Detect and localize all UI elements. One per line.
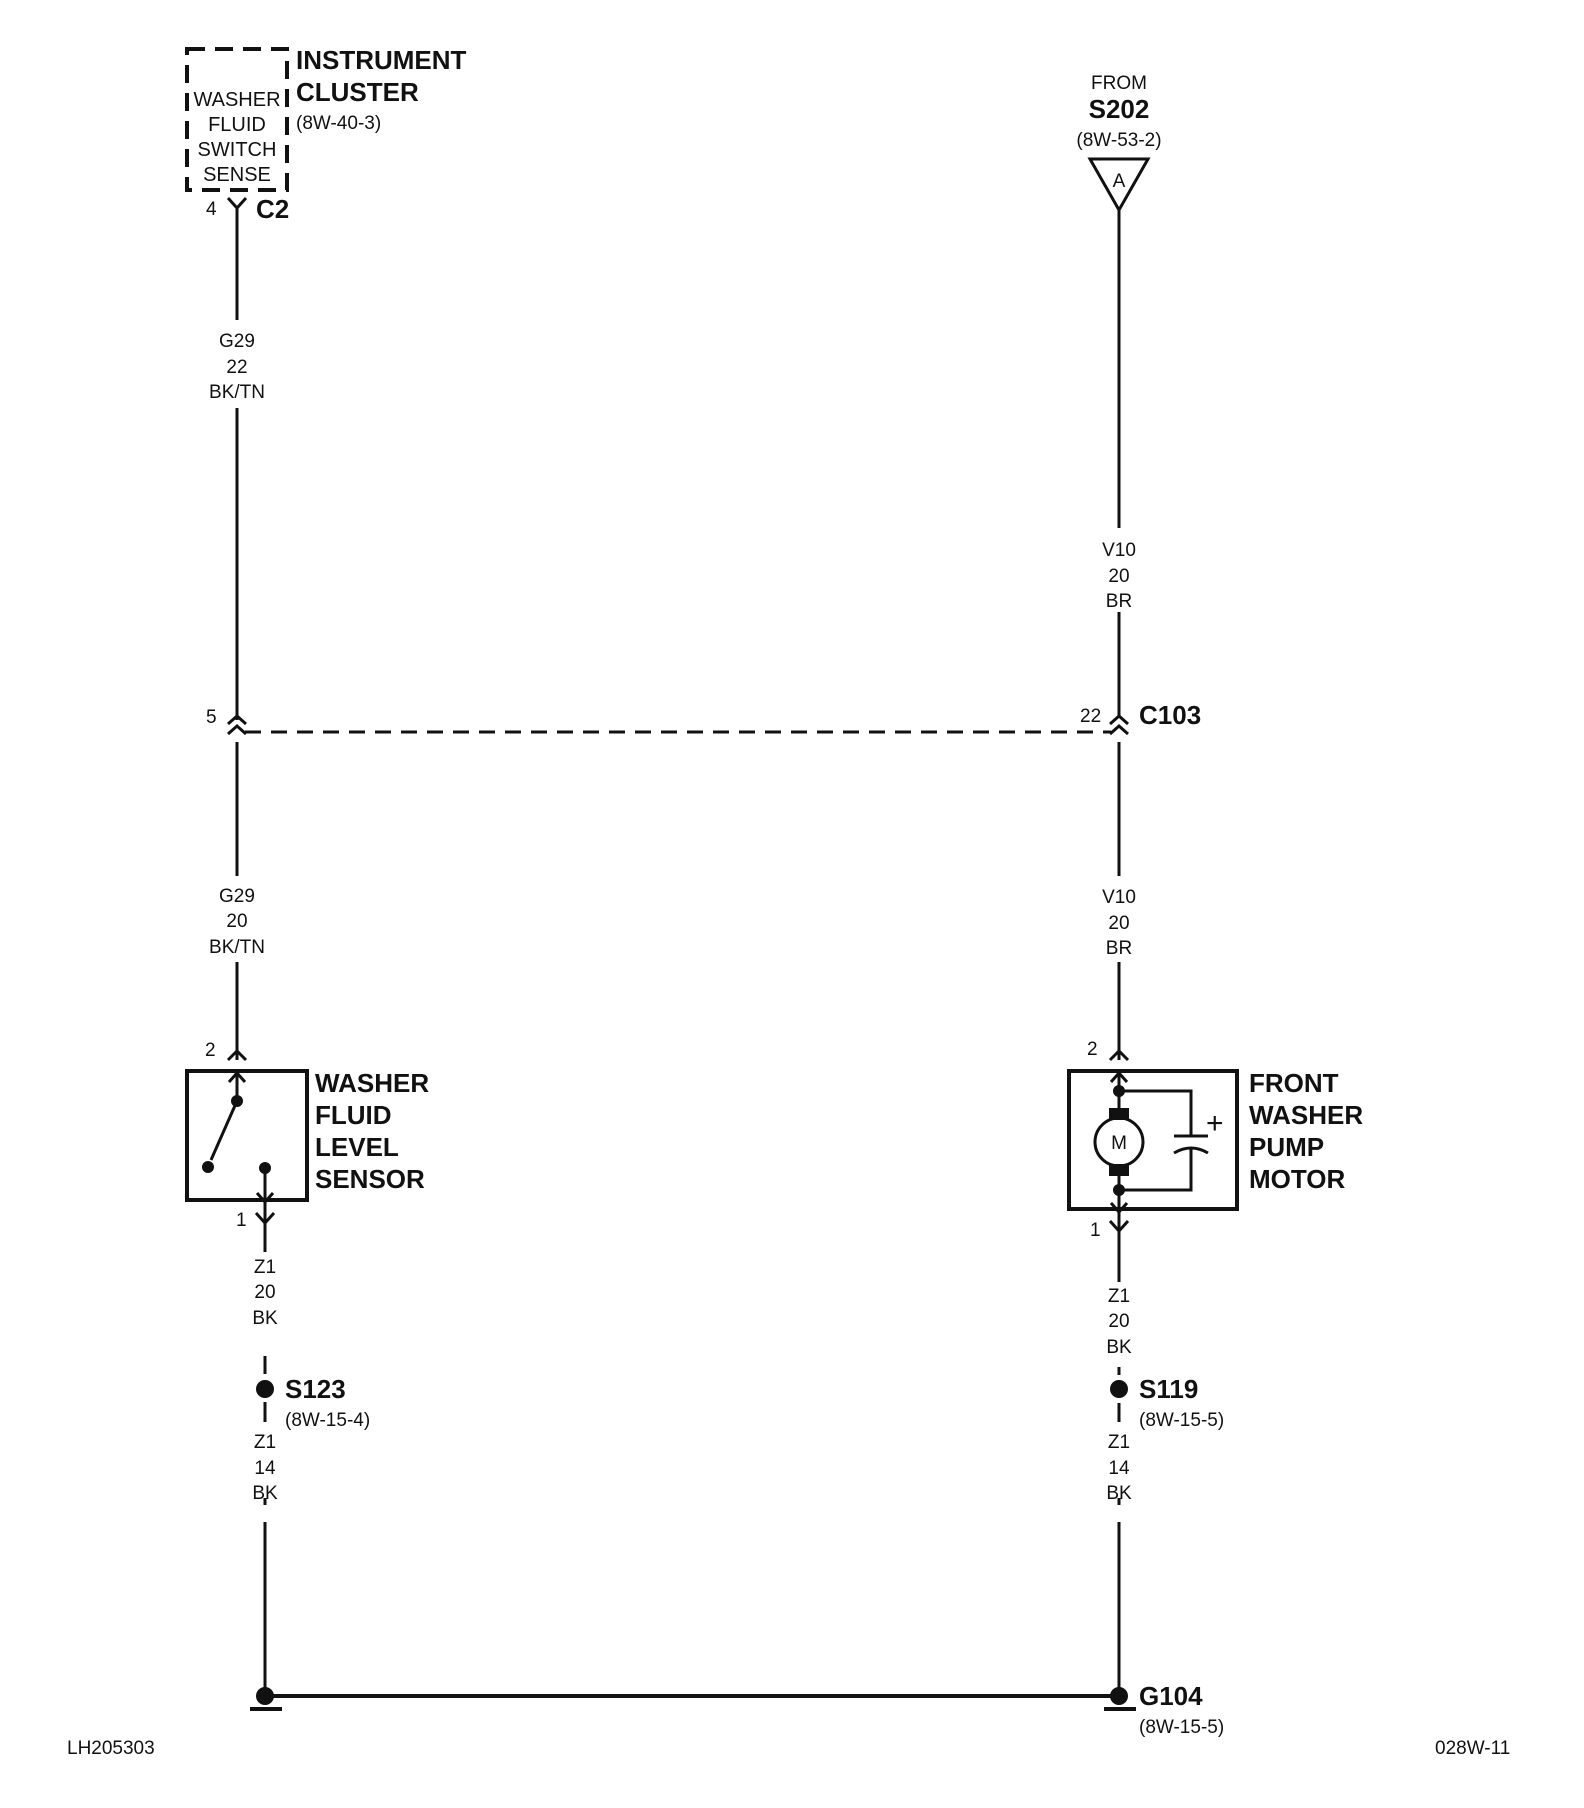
- left-wire-path: [235, 208, 267, 1696]
- pump-motor-label-4: MOTOR: [1249, 1164, 1346, 1194]
- ground-right-dot: [1110, 1687, 1128, 1705]
- source-splice-name: S202: [1089, 94, 1150, 124]
- g29-upper-wire-color-code: G29: [219, 331, 255, 352]
- ground-g104: G104 (8W-15-5): [250, 1681, 1224, 1738]
- v10-upper-wire-color-code: V10: [1102, 540, 1136, 561]
- instrument-cluster-title-2: CLUSTER: [296, 77, 419, 107]
- c103-left-pin-number: 5: [206, 707, 217, 728]
- g29-lower-wire-gauge: 20: [226, 911, 247, 932]
- pump-motor-label-1: FRONT: [1249, 1068, 1339, 1098]
- level-sensor-bottom-arrow: [255, 1168, 275, 1205]
- level-sensor-label-4: SENSOR: [315, 1164, 425, 1194]
- s119-splice-name: S119: [1139, 1374, 1198, 1404]
- z1-right-upper-wire-gauge: 20: [1108, 1311, 1129, 1332]
- z1-right-lower-wire-color-code: Z1: [1108, 1432, 1130, 1453]
- source-terminal-triangle: [1087, 157, 1151, 214]
- splice-s123: S123 (8W-15-4): [256, 1356, 370, 1431]
- c103-connector-label: C103: [1139, 700, 1201, 730]
- pump-motor-box: [1067, 1069, 1239, 1211]
- capacitor-branch-wire: [1119, 1089, 1193, 1192]
- z1-left-lower-wire-color: BK: [252, 1483, 278, 1504]
- z1-left-upper-wire-gauge: 20: [254, 1282, 275, 1303]
- v10-upper-wire-gauge: 20: [1108, 566, 1129, 587]
- cluster-internal-label-4: SENSE: [203, 164, 271, 186]
- cluster-internal-label-3: SWITCH: [198, 139, 277, 161]
- v10-lower-wire-gauge: 20: [1108, 913, 1129, 934]
- level-sensor-label-3: LEVEL: [315, 1132, 399, 1162]
- s123-splice-dot: [256, 1380, 274, 1398]
- ground-name: G104: [1139, 1681, 1203, 1711]
- s123-splice-name: S123: [285, 1374, 346, 1404]
- g29-lower-wire-color: BK/TN: [209, 937, 265, 958]
- z1-left-lower-wire-color-code: Z1: [254, 1432, 276, 1453]
- pump-motor-top-connector: [1108, 1048, 1130, 1062]
- pump-motor-label-3: PUMP: [1249, 1132, 1324, 1162]
- c103-right-pin-number: 22: [1080, 706, 1101, 727]
- pump-motor-symbol-letter: M: [1111, 1133, 1127, 1154]
- level-sensor-label-1: WASHER: [315, 1068, 429, 1098]
- ground-ref: (8W-15-5): [1139, 1717, 1224, 1738]
- level-sensor-bottom-pin-number: 1: [236, 1210, 247, 1231]
- splice-s119: S119 (8W-15-5): [1110, 1374, 1224, 1431]
- source-terminal-letter: A: [1113, 171, 1126, 192]
- s119-splice-ref: (8W-15-5): [1139, 1410, 1224, 1431]
- z1-right-upper-wire-color-code: Z1: [1108, 1286, 1130, 1307]
- z1-left-upper-wire-color-code: Z1: [254, 1257, 276, 1278]
- washer-fluid-level-sensor: 2 WASHER FLUID LEVEL SENSOR 1: [185, 1040, 429, 1231]
- z1-right-upper-wire-color: BK: [1106, 1337, 1132, 1358]
- pump-motor-bottom-pin-number: 1: [1090, 1220, 1101, 1241]
- level-sensor-switch-blade: [209, 1100, 239, 1161]
- c2-connector-symbol: [226, 196, 248, 211]
- instrument-cluster-dashed-box: [185, 47, 289, 192]
- ground-left-dot: [256, 1687, 274, 1705]
- pump-motor-armature-circle: [1093, 1116, 1145, 1168]
- instrument-cluster-title-1: INSTRUMENT: [296, 45, 467, 75]
- g29-upper-wire-gauge: 22: [226, 357, 247, 378]
- level-sensor-top-pin-number: 2: [205, 1040, 216, 1061]
- pump-motor-top-pin-number: 2: [1087, 1039, 1098, 1060]
- g29-lower-wire-color-code: G29: [219, 886, 255, 907]
- cluster-internal-label-1: WASHER: [193, 89, 280, 111]
- instrument-cluster-ref: (8W-40-3): [296, 113, 381, 134]
- z1-right-lower-wire-gauge: 14: [1108, 1458, 1130, 1479]
- level-sensor-label-2: FLUID: [315, 1100, 392, 1130]
- z1-left-upper-wire-color: BK: [252, 1308, 278, 1329]
- instrument-cluster: WASHER FLUID SWITCH SENSE INSTRUMENT CLU…: [185, 45, 467, 224]
- v10-upper-wire-color: BR: [1106, 591, 1132, 612]
- pump-motor-label-2: WASHER: [1249, 1100, 1363, 1130]
- c103-left-chevron: [227, 713, 247, 736]
- s119-splice-dot: [1110, 1380, 1128, 1398]
- s123-splice-ref: (8W-15-4): [285, 1410, 370, 1431]
- capacitor-bottom-plate: [1173, 1146, 1209, 1155]
- front-washer-pump-motor: 2 M + FRONT WASHER PUMP MOTOR 1: [1067, 1039, 1363, 1241]
- source-ref: (8W-53-2): [1076, 130, 1161, 151]
- z1-left-lower-wire-gauge: 14: [254, 1458, 276, 1479]
- level-sensor-box: [185, 1069, 309, 1202]
- footer-right-code: 028W-11: [1435, 1738, 1510, 1759]
- v10-lower-wire-color: BR: [1106, 938, 1132, 959]
- cluster-internal-label-2: FLUID: [208, 114, 266, 136]
- c103-right-chevron: [1109, 713, 1129, 736]
- g29-upper-wire-color: BK/TN: [209, 382, 265, 403]
- level-sensor-switch-contact-a: [202, 1161, 214, 1173]
- source-s202: FROM S202 (8W-53-2) A: [1076, 73, 1162, 214]
- v10-lower-wire-color-code: V10: [1102, 887, 1136, 908]
- connector-c103: 5 22 C103: [206, 700, 1201, 736]
- capacitor-plus-sign: +: [1206, 1107, 1224, 1140]
- source-from-label: FROM: [1091, 73, 1147, 94]
- footer-left-code: LH205303: [67, 1738, 155, 1759]
- level-sensor-top-connector: [226, 1048, 248, 1062]
- c2-connector-label: C2: [256, 194, 289, 224]
- c2-pin-number: 4: [206, 199, 217, 220]
- z1-right-lower-wire-color: BK: [1106, 1483, 1132, 1504]
